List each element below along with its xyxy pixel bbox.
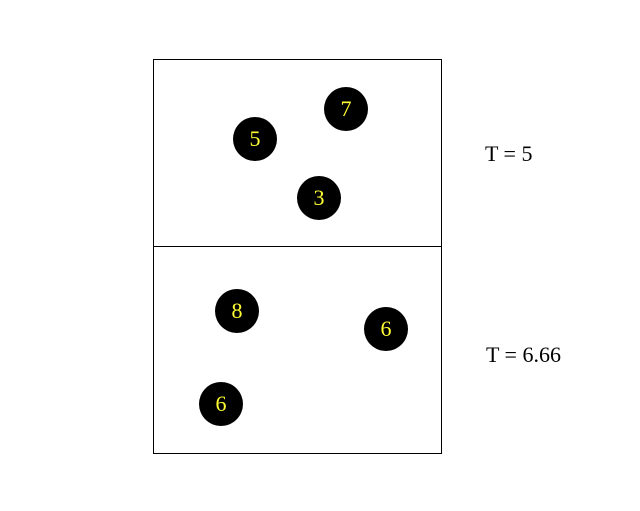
top-ball-3: 3 xyxy=(297,176,341,220)
bottom-ball-3: 6 xyxy=(199,382,243,426)
top-ball-1: 7 xyxy=(324,87,368,131)
top-panel xyxy=(153,59,442,248)
bottom-panel-t-label: T = 6.66 xyxy=(486,342,561,367)
bottom-ball-2: 6 xyxy=(364,307,408,351)
top-panel-t-label: T = 5 xyxy=(485,141,533,166)
bottom-panel xyxy=(153,246,442,454)
bottom-ball-1: 8 xyxy=(215,289,259,333)
top-ball-2: 5 xyxy=(233,117,277,161)
